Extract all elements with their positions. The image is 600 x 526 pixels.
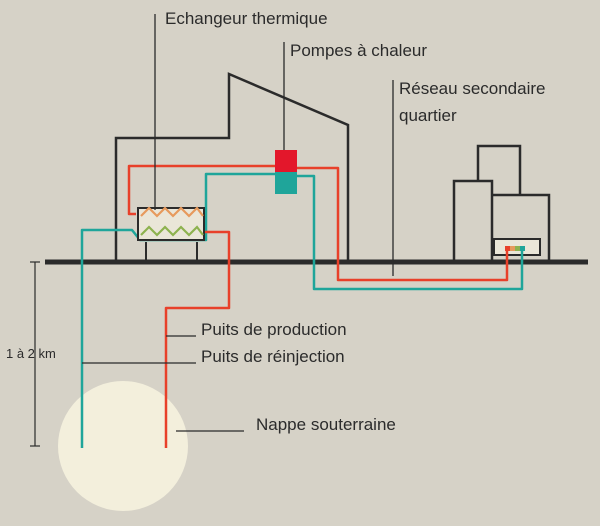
exchanger-support — [145, 242, 198, 262]
label-aquifer: Nappe souterraine — [256, 415, 396, 434]
hot-pipes — [127, 164, 509, 448]
label-exchanger: Echangeur thermique — [165, 9, 328, 28]
exchanger-hot-loop — [127, 164, 276, 216]
label-production-well: Puits de production — [201, 320, 347, 339]
house-indicator-teal — [520, 246, 525, 251]
network-supply-pipe — [296, 166, 509, 282]
depth-scale — [30, 261, 40, 447]
label-heat-pumps: Pompes à chaleur — [290, 41, 428, 60]
main-building-outline — [114, 72, 350, 262]
house-indicator-mid — [510, 246, 515, 251]
label-depth: 1 à 2 km — [6, 346, 56, 361]
house-indicator-hot — [505, 246, 510, 251]
heat-pump-hot — [275, 150, 297, 172]
exchanger-coil-cold — [140, 225, 204, 237]
aquifer-circle — [58, 381, 188, 511]
exchanger-coil-hot — [140, 206, 204, 218]
right-buildings — [452, 144, 551, 262]
leader-lines — [82, 14, 394, 432]
label-reinjection-well: Puits de réinjection — [201, 347, 345, 366]
production-pipe — [164, 230, 231, 448]
network-return-pipe — [296, 174, 524, 291]
house-indicator-cold — [515, 246, 520, 251]
label-network-line2: quartier — [399, 106, 457, 125]
label-network-line1: Réseau secondaire — [399, 79, 546, 98]
heat-pump-cold — [275, 172, 297, 194]
